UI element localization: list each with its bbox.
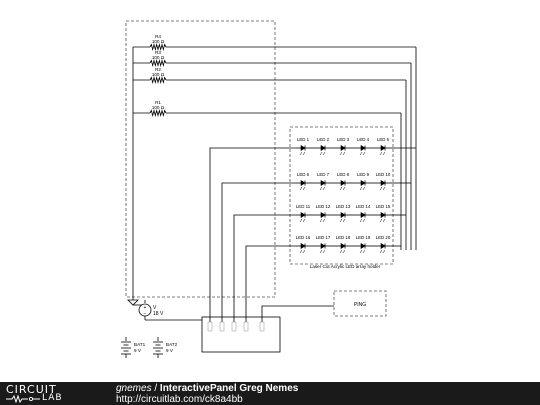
led-led5: LED 5 [376,137,396,156]
battery-value: 9 V [134,348,142,353]
led-label: LED 16 [296,235,311,240]
led-label: LED 4 [357,137,370,142]
resistor-ref: R2 [155,67,161,72]
circuitlab-logo[interactable]: CIRCUIT LAB [6,384,92,403]
resistor-ref: R4 [155,34,161,39]
resistor-value: 100 Ω [152,55,165,60]
led-label: LED 9 [357,172,370,177]
footer-bar: CIRCUIT LAB gnemes / InteractivePanel Gr… [0,382,540,405]
led-led13: LED 13 [336,204,356,223]
logo-text-bottom: LAB [42,393,63,403]
svg-text:+: + [144,305,147,311]
led-label: LED 7 [317,172,330,177]
led-led16: LED 16 [296,235,316,254]
led-led10: LED 10 [376,172,396,191]
row-wire [233,214,296,317]
source-ref: V [153,305,157,311]
led-label: LED 18 [336,235,351,240]
led-label: LED 19 [356,235,371,240]
resistor-value: 100 Ω [152,39,165,44]
led-led9: LED 9 [356,172,376,191]
led-label: LED 15 [376,204,391,209]
battery-value: 9 V [166,348,174,353]
led-label: LED 5 [377,137,390,142]
mcu-pin [207,317,213,332]
mcu-pin [219,317,225,332]
led-holder-box [289,126,394,265]
led-led20: LED 20 [376,235,396,254]
battery-ref: BAT1 [134,342,146,347]
led-label: LED 17 [316,235,331,240]
led-label: LED 2 [317,137,330,142]
led-led6: LED 6 [296,172,316,191]
ping-label: PING [354,302,366,308]
row-wire [209,147,296,317]
led-led8: LED 8 [336,172,356,191]
resistor-value: 100 Ω [152,105,165,110]
resistor-value: 100 Ω [152,72,165,77]
resistor-ref: R3 [155,50,161,55]
led-label: LED 14 [356,204,371,209]
logo-wire-icon [6,394,40,403]
row-wire [245,245,296,317]
led-holder-label: Laser Cut Acrylic LED array holder [310,264,381,269]
credit-separator: / [151,383,160,394]
led-label: LED 11 [296,204,311,209]
author-link[interactable]: gnemes [116,383,152,394]
led-led18: LED 18 [336,235,356,254]
source-value: 18 V [153,311,164,317]
led-led4: LED 4 [356,137,376,156]
led-label: LED 1 [297,137,310,142]
led-led14: LED 14 [356,204,376,223]
circuit-url[interactable]: http://circuitlab.com/ck8a4bb [116,394,243,405]
mcu-pin [231,317,237,332]
led-label: LED 20 [376,235,391,240]
led-label: LED 8 [337,172,350,177]
led-led1: LED 1 [296,137,316,156]
ping-sensor-box [333,290,387,317]
led-label: LED 3 [337,137,350,142]
led-led7: LED 7 [316,172,336,191]
resistor-group-box [125,20,276,298]
led-label: LED 6 [297,172,310,177]
led-label: LED 12 [316,204,331,209]
mcu-pin [259,317,265,332]
ground-symbol [127,299,139,306]
led-led3: LED 3 [336,137,356,156]
led-led15: LED 15 [376,204,396,223]
led-led12: LED 12 [316,204,336,223]
microcontroller-box [201,316,281,353]
led-led2: LED 2 [316,137,336,156]
led-label: LED 10 [376,172,391,177]
led-led11: LED 11 [296,204,316,223]
row-wire [221,182,296,317]
mcu-pin [243,317,249,332]
led-label: LED 13 [336,204,351,209]
logo-text-top: CIRCUIT [6,383,57,396]
led-led19: LED 19 [356,235,376,254]
credits: gnemes / InteractivePanel Greg Nemes htt… [116,383,298,405]
circuit-title: InteractivePanel Greg Nemes [159,383,299,394]
battery-ref: BAT2 [166,342,178,347]
led-led17: LED 17 [316,235,336,254]
svg-text:−: − [144,311,147,317]
resistor-ref: R1 [155,100,161,105]
